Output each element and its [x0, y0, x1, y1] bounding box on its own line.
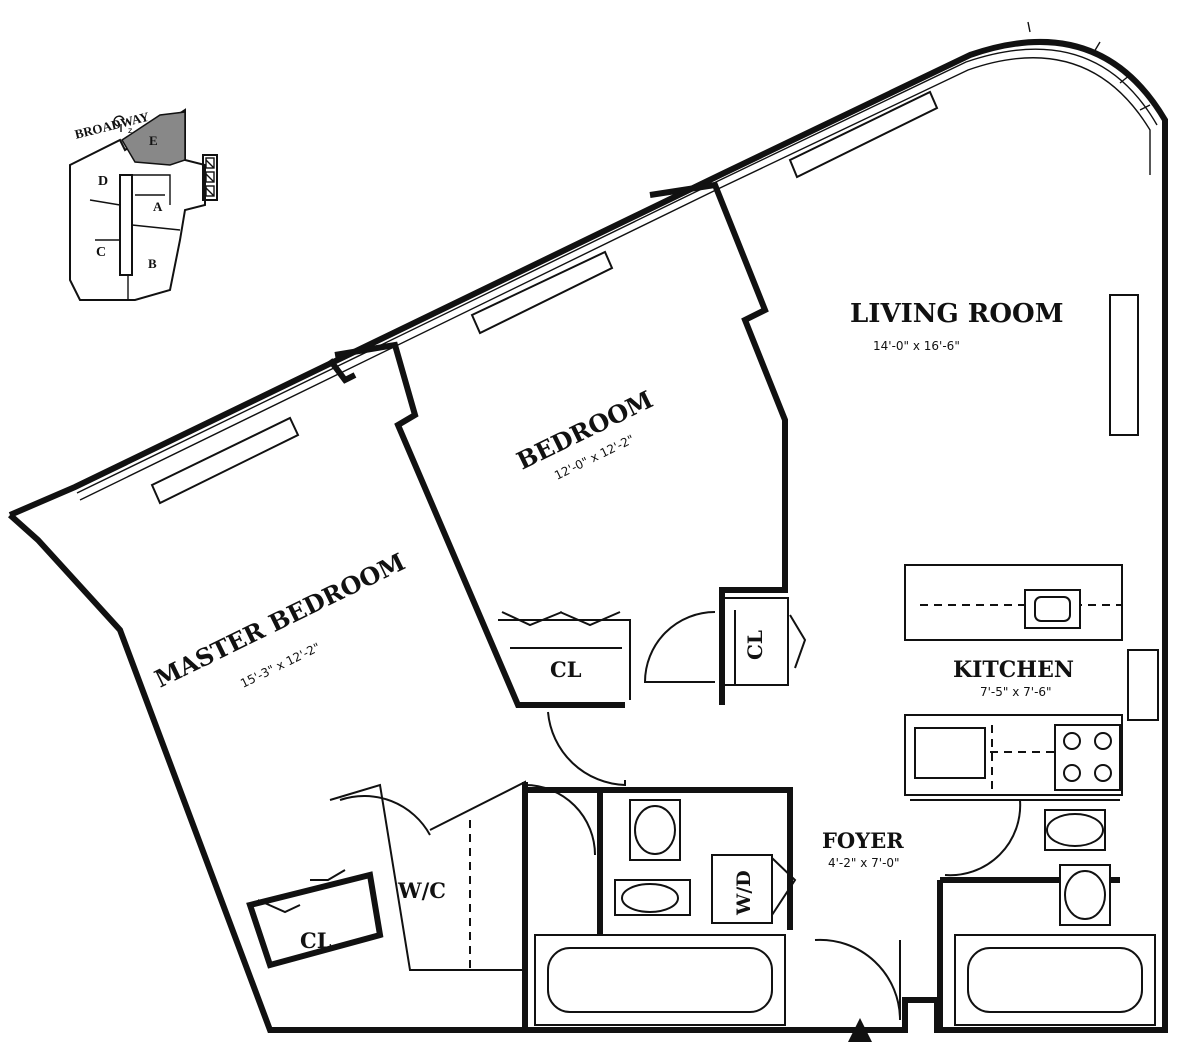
key-plan-unit-b: B — [148, 256, 157, 271]
walk-in-closet-label: W/C — [397, 878, 446, 903]
foyer-label: FOYER — [822, 828, 904, 853]
key-plan-unit-c: C — [96, 245, 106, 260]
bathroom-fixtures — [534, 799, 1156, 1026]
kitchen-fixtures — [914, 589, 1121, 791]
kitchen-dims: 7'-5" x 7'-6" — [980, 685, 1052, 699]
living-room-label: LIVING ROOM — [850, 299, 1063, 329]
key-plan: BROADWAY z D E A C B — [69, 108, 218, 301]
foyer-dims: 4'-2" x 7'-0" — [828, 856, 900, 870]
living-room-dims: 14'-0" x 16'-6" — [873, 339, 960, 353]
kitchen-label: KITCHEN — [953, 657, 1074, 683]
dishwasher-icon — [914, 727, 986, 779]
exterior-walls — [8, 21, 1168, 1033]
key-plan-elevators — [202, 154, 218, 201]
master-closet-label: CL — [300, 928, 332, 953]
key-plan-unit-e-highlight — [120, 111, 186, 166]
bedroom-closet-label: CL — [550, 657, 582, 682]
stove-icon — [1054, 724, 1121, 791]
hall-closet-label: CL — [743, 630, 767, 660]
washer-dryer-box — [711, 854, 773, 924]
radiators — [150, 90, 1139, 505]
door-swings — [257, 611, 1022, 1021]
key-plan-unit-d: D — [98, 174, 108, 189]
key-plan-unit-e: E — [149, 133, 158, 148]
north-arrow-icon: z — [113, 115, 132, 135]
washer-dryer-label: W/D — [733, 870, 755, 916]
key-plan-core — [119, 174, 133, 276]
interior-walls — [246, 181, 1159, 1030]
entrance-arrow-icon — [848, 1018, 872, 1042]
key-plan-unit-a: A — [153, 199, 163, 214]
svg-text:z: z — [128, 126, 132, 135]
